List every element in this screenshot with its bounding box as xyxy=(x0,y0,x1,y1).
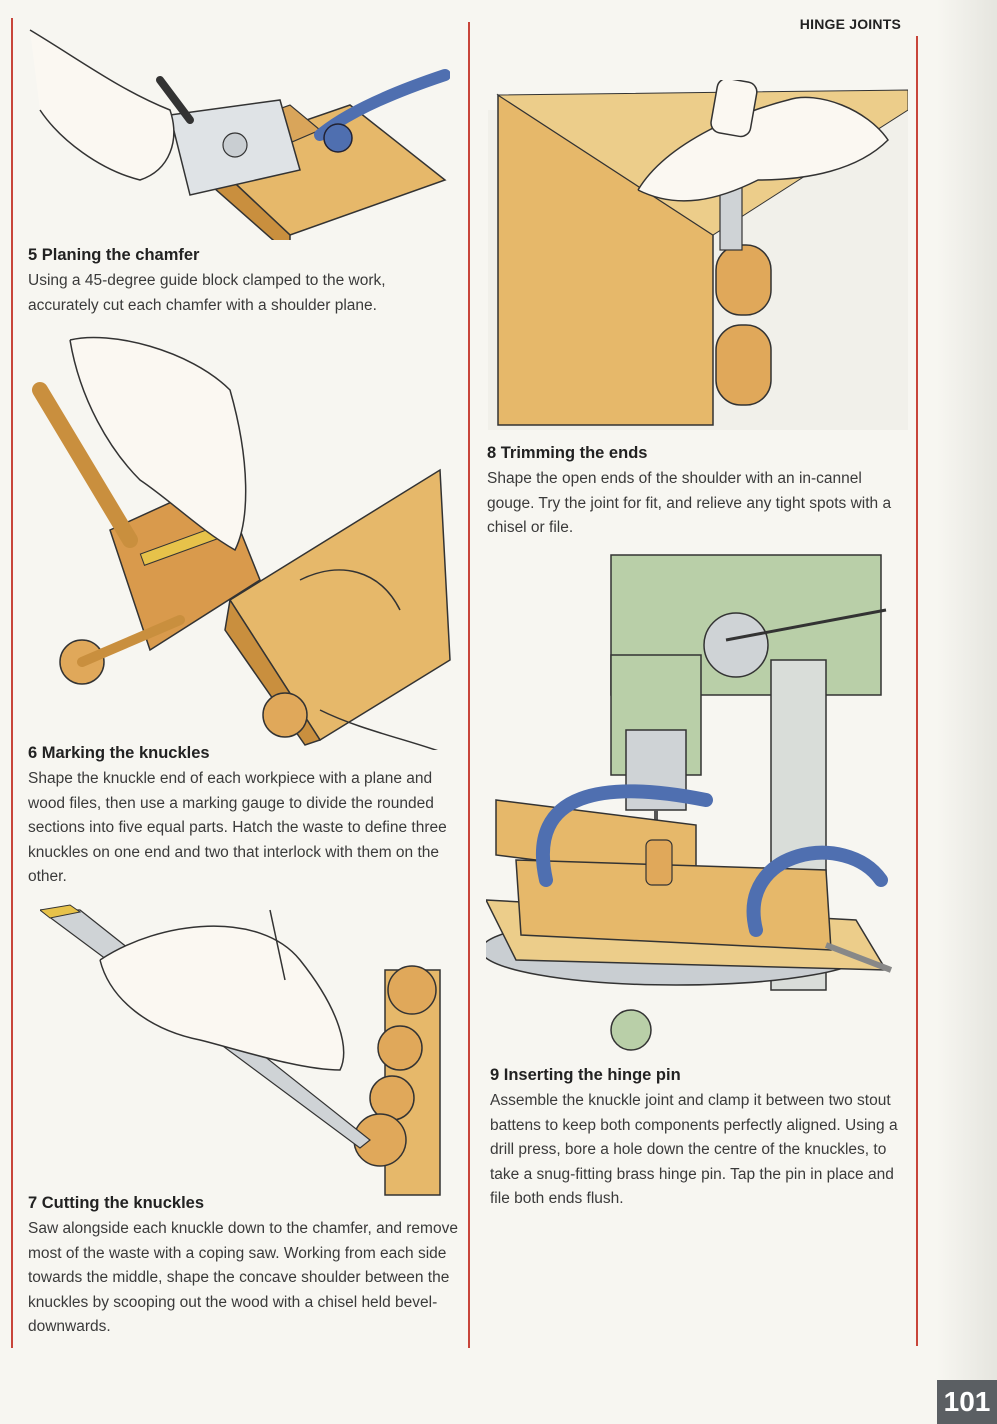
right-margin-rule xyxy=(916,36,918,1346)
step-9-caption: 9 Inserting the hinge pin Assemble the k… xyxy=(490,1066,910,1212)
running-head: HINGE JOINTS xyxy=(799,16,901,32)
step-body: Shape the knuckle end of each workpiece … xyxy=(28,770,447,885)
step-5-caption: 5 Planing the chamfer Using a 45-degree … xyxy=(28,246,458,318)
page-edge-shadow xyxy=(937,0,997,1380)
step-title: 8 Trimming the ends xyxy=(487,444,648,462)
planing-chamfer-illustration xyxy=(20,20,450,240)
column-divider-rule xyxy=(468,22,470,1348)
step-title: 9 Inserting the hinge pin xyxy=(490,1066,681,1084)
left-margin-rule xyxy=(11,18,13,1348)
step-body: Saw alongside each knuckle down to the c… xyxy=(28,1220,458,1335)
step-body: Using a 45-degree guide block clamped to… xyxy=(28,272,386,314)
step-8-caption: 8 Trimming the ends Shape the open ends … xyxy=(487,444,907,541)
step-title: 6 Marking the knuckles xyxy=(28,744,210,762)
step-body: Assemble the knuckle joint and clamp it … xyxy=(490,1092,898,1207)
cutting-knuckles-illustration xyxy=(40,900,450,1200)
step-title: 7 Cutting the knuckles xyxy=(28,1194,205,1212)
marking-gauge-illustration xyxy=(20,330,455,750)
page-number: 101 xyxy=(937,1380,997,1424)
step-title: 5 Planing the chamfer xyxy=(28,246,200,264)
step-6-caption: 6 Marking the knuckles Shape the knuckle… xyxy=(28,744,458,890)
step-body: Shape the open ends of the shoulder with… xyxy=(487,470,892,536)
trimming-ends-illustration xyxy=(488,80,908,430)
drill-press-illustration xyxy=(486,550,896,1060)
step-7-caption: 7 Cutting the knuckles Saw alongside eac… xyxy=(28,1194,458,1340)
